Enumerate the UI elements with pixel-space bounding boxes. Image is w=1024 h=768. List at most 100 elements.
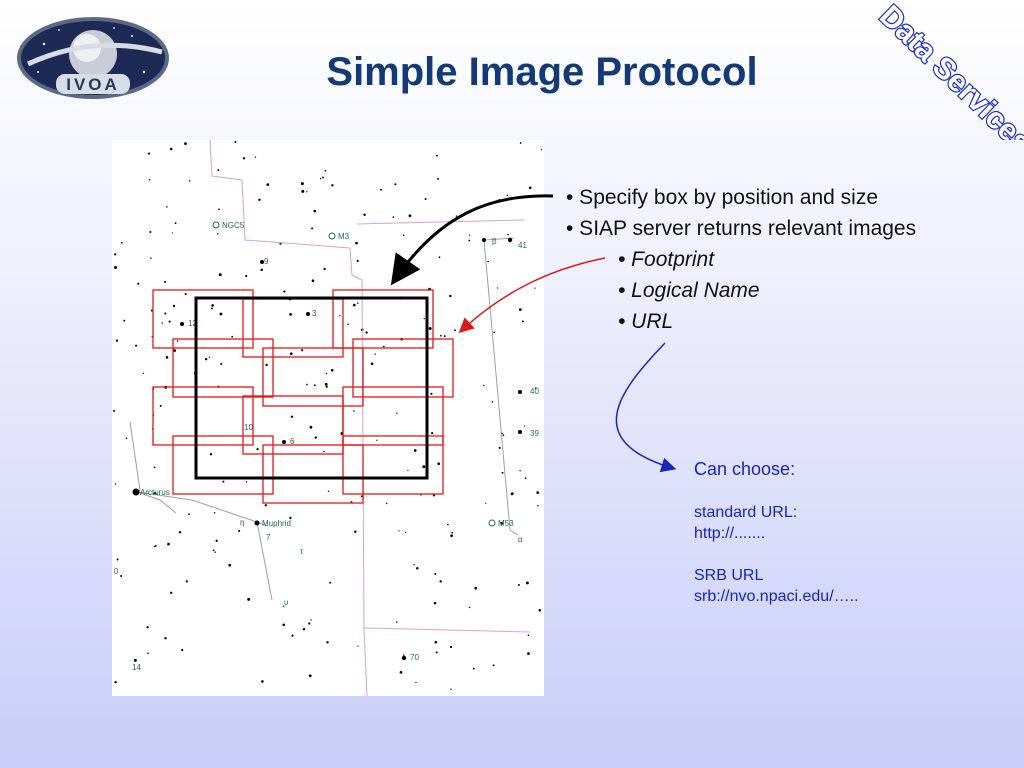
star <box>352 303 356 307</box>
star <box>116 558 119 561</box>
star <box>437 177 439 180</box>
star <box>324 382 328 386</box>
star <box>120 241 123 244</box>
star <box>153 466 156 469</box>
star <box>260 268 263 272</box>
star <box>434 641 438 644</box>
star <box>447 523 449 526</box>
star <box>439 580 442 583</box>
star <box>376 439 378 441</box>
star <box>483 384 485 387</box>
label-m53: M53 <box>498 519 514 528</box>
slide-title: Simple Image Protocol <box>326 50 758 94</box>
star <box>537 504 539 507</box>
star <box>164 637 167 640</box>
star <box>151 336 153 338</box>
star <box>434 572 437 575</box>
star <box>350 501 353 504</box>
star <box>356 259 359 263</box>
star <box>501 471 504 474</box>
star <box>435 154 438 157</box>
label-39: 39 <box>530 429 539 438</box>
star <box>396 412 398 414</box>
star <box>165 356 169 359</box>
star <box>330 368 334 372</box>
standard-url-value: http://....... <box>694 525 766 542</box>
star <box>450 534 453 538</box>
star <box>300 182 304 186</box>
star <box>524 425 526 427</box>
star <box>306 191 308 193</box>
data-services-label: Data Services <box>872 0 1024 140</box>
logo-text: IVOA <box>66 75 120 94</box>
star <box>534 387 537 389</box>
star <box>219 312 223 316</box>
star <box>114 253 117 256</box>
star <box>340 432 344 435</box>
star <box>355 241 358 245</box>
star <box>135 344 138 347</box>
note-spacer <box>694 544 1014 565</box>
star <box>164 385 168 389</box>
star <box>510 492 514 496</box>
star <box>518 308 522 311</box>
star <box>188 513 190 515</box>
url-choice-note: Can choose: standard URL: http://.......… <box>694 459 1014 607</box>
star <box>496 287 499 289</box>
star <box>228 563 232 567</box>
star <box>231 335 234 338</box>
star <box>506 194 509 197</box>
star <box>492 664 495 667</box>
star-map: NGC5 M3 9 β 41 3 12 40 10 6 39 Arcturus … <box>112 139 544 697</box>
star <box>433 601 437 605</box>
star <box>500 522 504 525</box>
star <box>114 266 117 269</box>
star <box>151 427 154 430</box>
star <box>170 591 173 594</box>
star <box>360 495 363 498</box>
star <box>498 198 501 201</box>
star <box>289 352 293 356</box>
star <box>527 652 530 655</box>
star <box>339 315 341 317</box>
star <box>528 186 532 190</box>
star <box>347 323 349 326</box>
star <box>365 331 368 334</box>
star <box>217 233 219 235</box>
star <box>168 320 171 323</box>
star <box>174 222 177 225</box>
star <box>407 469 409 472</box>
star <box>353 410 355 412</box>
star <box>428 327 432 330</box>
bullet-subitem: • URL <box>618 310 674 333</box>
star <box>491 400 494 403</box>
star <box>171 232 174 234</box>
star <box>173 349 177 352</box>
star <box>172 304 176 308</box>
star <box>147 152 151 155</box>
star <box>113 409 116 412</box>
star <box>416 566 419 570</box>
star <box>455 215 458 217</box>
note-heading: Can choose: <box>694 459 796 479</box>
star <box>123 319 126 322</box>
star <box>413 449 417 452</box>
star <box>400 296 403 298</box>
star <box>443 335 446 338</box>
star <box>152 388 155 390</box>
star <box>217 385 220 388</box>
star <box>313 209 317 213</box>
star <box>524 477 527 480</box>
star <box>354 530 357 533</box>
bullet-subitem: • Logical Name <box>618 279 760 302</box>
star <box>120 575 123 577</box>
star <box>289 516 292 520</box>
star <box>540 149 543 151</box>
star <box>309 425 313 429</box>
label-beta: β <box>492 237 497 246</box>
star <box>148 178 151 181</box>
star <box>150 257 152 259</box>
star <box>420 493 422 496</box>
label-70: 70 <box>410 653 419 662</box>
bright-stars <box>132 237 522 661</box>
